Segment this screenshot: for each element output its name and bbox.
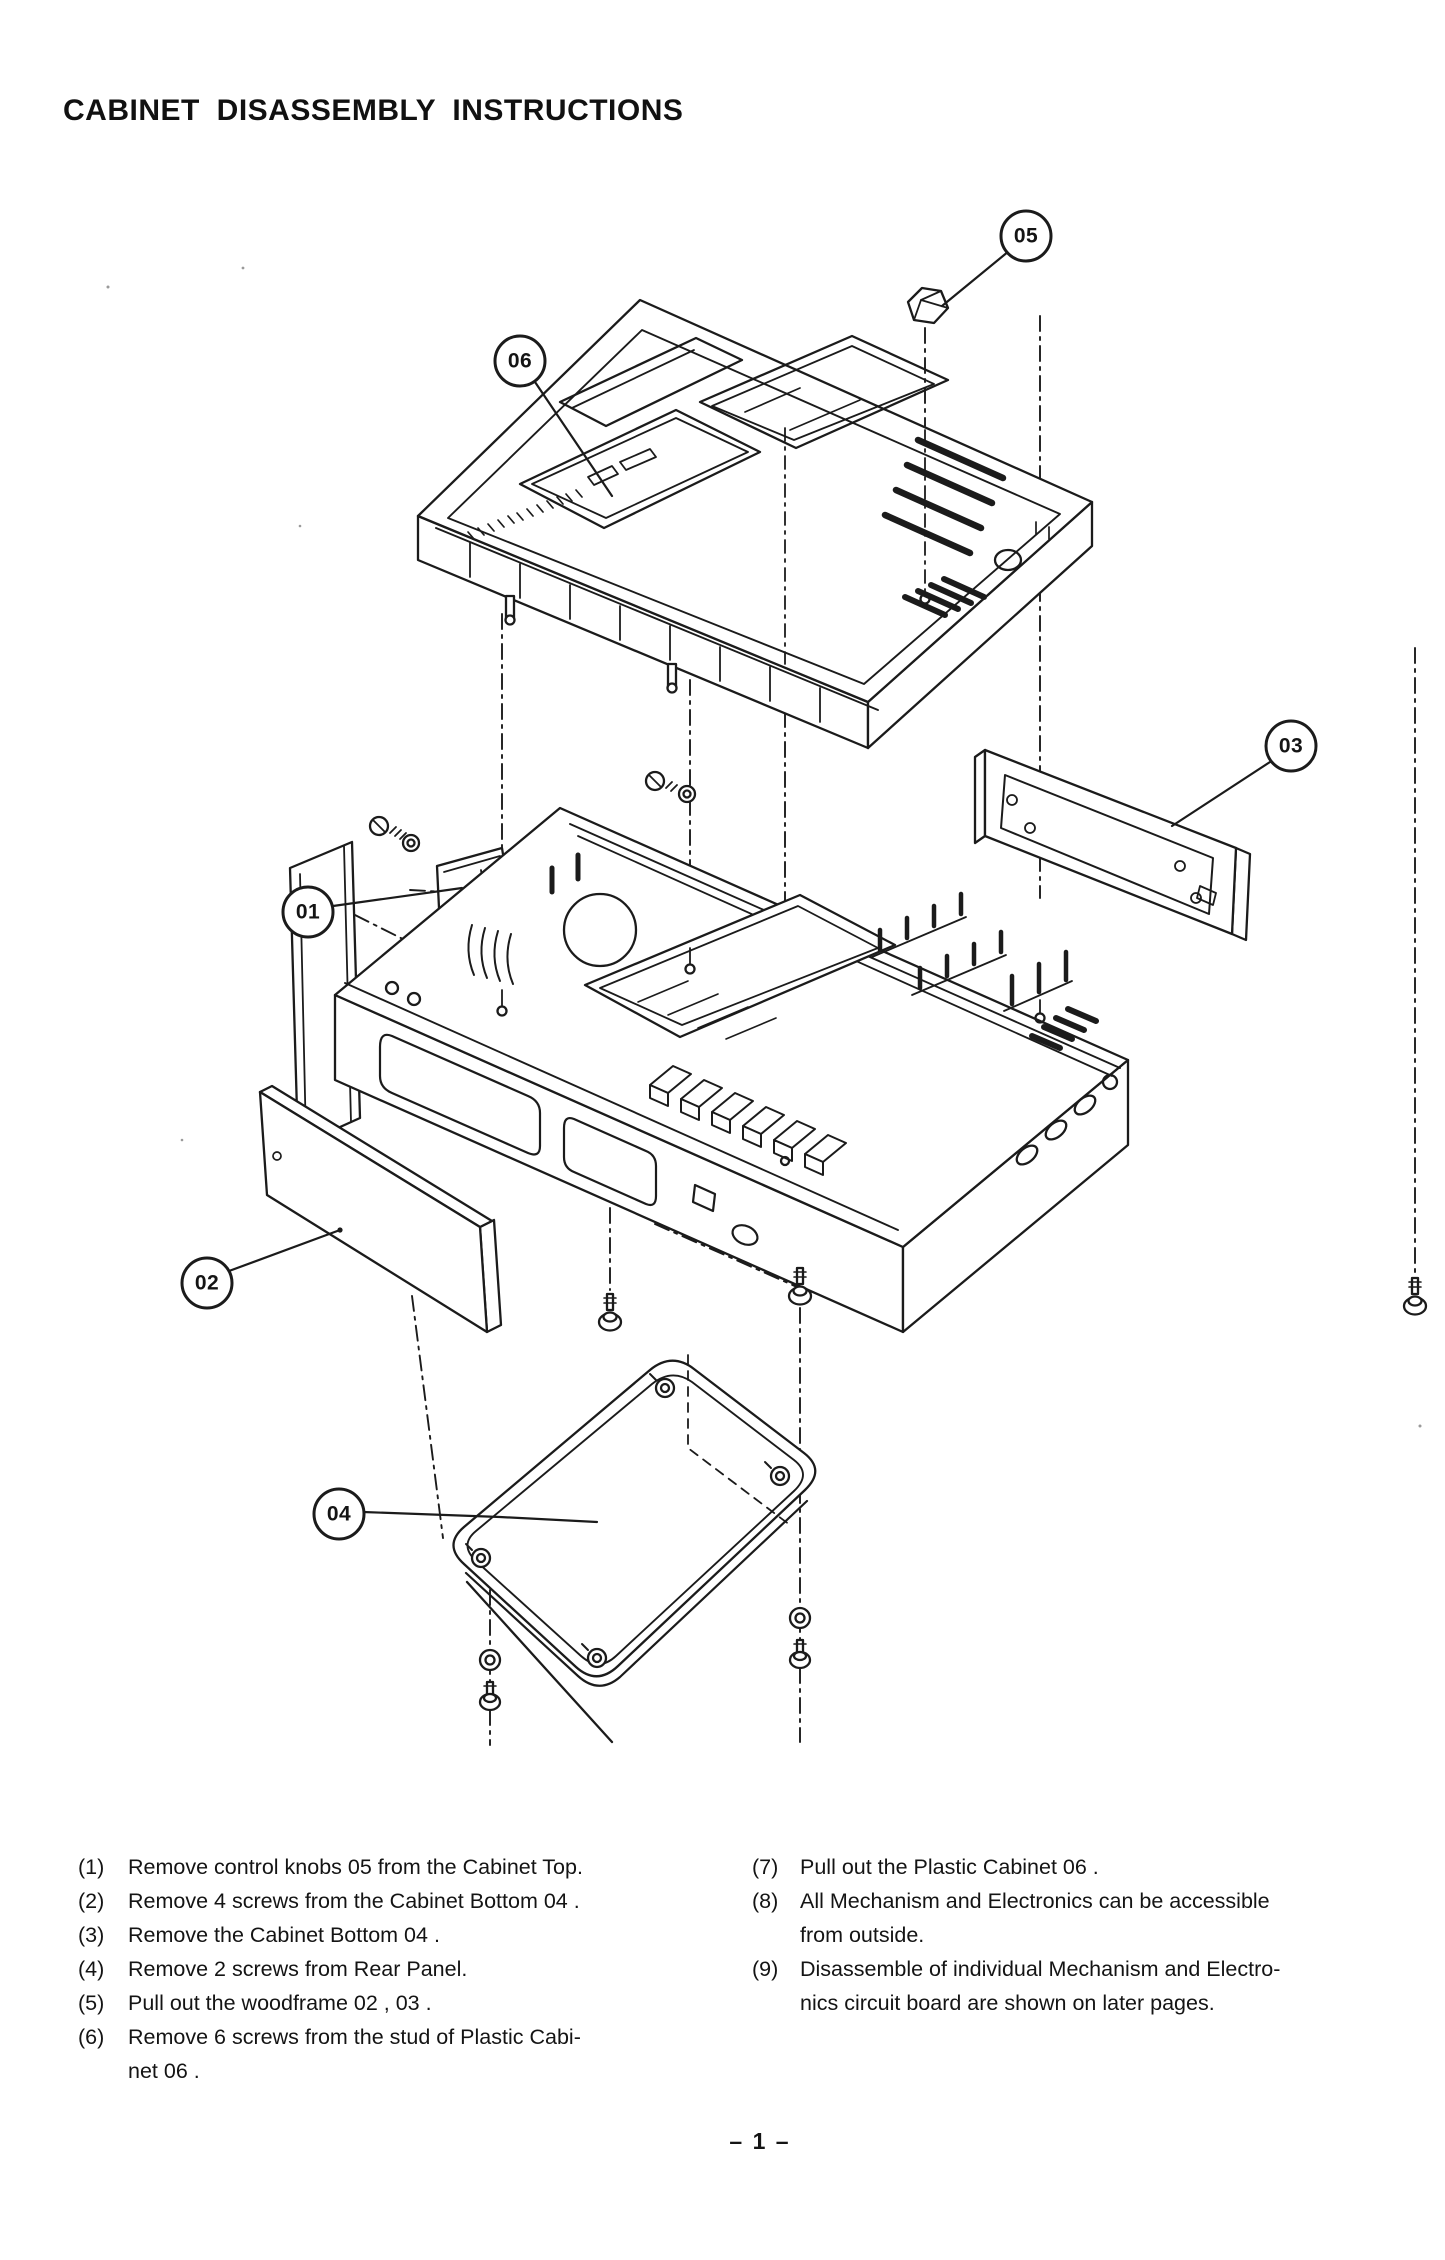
page-number: – 1 –	[729, 2128, 791, 2154]
wood-frame-right-part	[973, 748, 1252, 942]
instruction-text: Remove 6 screws from the stud of Plastic…	[128, 2025, 581, 2049]
page-title: CABINET DISASSEMBLY INSTRUCTIONS	[63, 94, 684, 127]
instruction-text: from outside.	[800, 1923, 925, 1947]
instruction-text: All Mechanism and Electronics can be acc…	[800, 1889, 1270, 1913]
instruction-item: (6) Remove 6 screws from the stud of Pla…	[78, 2020, 718, 2088]
instruction-item: (1) Remove control knobs 05 from the Cab…	[78, 1850, 718, 1884]
instruction-text: Remove 4 screws from the Cabinet Bottom …	[128, 1889, 580, 1913]
callout-04: 04	[312, 1487, 366, 1541]
screw	[597, 1292, 623, 1332]
instruction-number: (2)	[78, 1889, 105, 1913]
control-knob-part	[906, 286, 950, 325]
cassette-hatch	[518, 408, 762, 530]
instructions-right-column: (7) Pull out the Plastic Cabinet 06 . (8…	[752, 1850, 1402, 2020]
vent-slots	[881, 436, 1007, 557]
instruction-number: (8)	[752, 1889, 779, 1913]
instruction-text: nics circuit board are shown on later pa…	[800, 1991, 1215, 2015]
instruction-text: Remove control knobs 05 from the Cabinet…	[128, 1855, 583, 1879]
instruction-number: (3)	[78, 1923, 105, 1947]
deck-screw-holes	[496, 947, 1046, 1167]
chassis-part	[333, 806, 1130, 1334]
wood-frame-left-part	[258, 1084, 503, 1334]
alignment-lines-over-cabinet	[784, 427, 926, 665]
instruction-item: (5) Pull out the woodframe 02 , 03 .	[78, 1986, 718, 2020]
instruction-text: Pull out the woodframe 02 , 03 .	[128, 1991, 432, 2015]
instruction-text: Remove the Cabinet Bottom 04 .	[128, 1923, 440, 1947]
screw-boss	[465, 1373, 791, 1669]
instruction-item: (7) Pull out the Plastic Cabinet 06 .	[752, 1850, 1402, 1884]
instructions-left-column: (1) Remove control knobs 05 from the Cab…	[78, 1850, 718, 2088]
callout-05: 05	[999, 209, 1053, 263]
instruction-number: (7)	[752, 1855, 779, 1879]
piano-keys	[649, 1065, 847, 1176]
instruction-number: (5)	[78, 1991, 105, 2015]
switch-pins	[877, 891, 1069, 1007]
screw	[478, 1648, 502, 1712]
instruction-item: (9) Disassemble of individual Mechanism …	[752, 1952, 1402, 2020]
cabinet-top-part	[416, 298, 1094, 750]
screw-hole	[919, 593, 931, 605]
instruction-number: (4)	[78, 1957, 105, 1981]
screw	[787, 1266, 813, 1306]
knob-hole	[993, 548, 1023, 572]
side-holes	[1015, 1073, 1119, 1166]
instruction-item: (8) All Mechanism and Electronics can be…	[752, 1884, 1402, 1952]
front-cutouts	[378, 1033, 759, 1246]
callout-06: 06	[493, 334, 547, 388]
leader-lines	[227, 249, 1272, 1524]
cabinet-bottom-part	[452, 1354, 817, 1744]
screw	[644, 770, 697, 804]
callout-02: 02	[180, 1256, 234, 1310]
instruction-item: (3) Remove the Cabinet Bottom 04 .	[78, 1918, 718, 1952]
instruction-text: Pull out the Plastic Cabinet 06 .	[800, 1855, 1099, 1879]
instruction-item: (4) Remove 2 screws from Rear Panel.	[78, 1952, 718, 1986]
instruction-item: (2) Remove 4 screws from the Cabinet Bot…	[78, 1884, 718, 1918]
callout-03: 03	[1264, 719, 1318, 773]
instruction-number: (9)	[752, 1957, 779, 1981]
screw	[788, 1606, 812, 1670]
instruction-text: Remove 2 screws from Rear Panel.	[128, 1957, 468, 1981]
callout-01: 01	[281, 885, 335, 939]
instruction-text: net 06 .	[128, 2059, 200, 2083]
screw	[368, 815, 421, 853]
instruction-number: (1)	[78, 1855, 105, 1879]
screw	[1402, 1276, 1428, 1316]
center-window	[698, 334, 950, 450]
instruction-text: Disassemble of individual Mechanism and …	[800, 1957, 1281, 1981]
instruction-number: (6)	[78, 2025, 105, 2049]
vent-teeth	[467, 489, 583, 540]
